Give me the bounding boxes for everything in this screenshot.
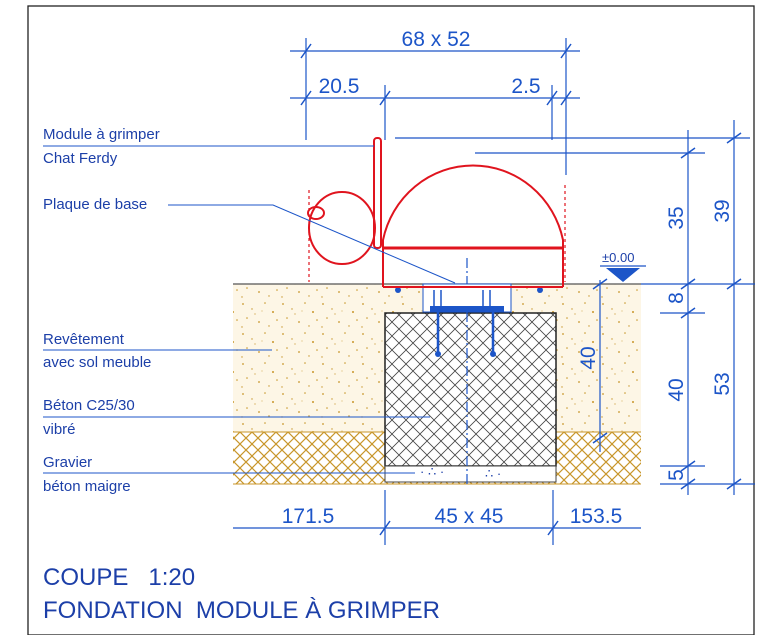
module-dome [382, 164, 564, 287]
drawing-title: FONDATION MODULE À GRIMPER [43, 597, 440, 624]
tick [680, 147, 696, 159]
tick [300, 43, 312, 59]
module-head [308, 191, 376, 265]
lean-concrete-mark: · ∴ · [420, 464, 444, 479]
label-module-line1: Module à grimper [43, 126, 160, 143]
dim-top-overall: 68 x 52 [402, 28, 471, 51]
drawing-title-scale: COUPE 1:20 [43, 564, 195, 591]
dim-top-right: 2.5 [511, 75, 540, 98]
concrete-block [384, 312, 557, 467]
module-ear [307, 206, 325, 220]
label-beton-line2: vibré [43, 421, 76, 438]
dim-right-40: 40 [665, 378, 688, 401]
dim-right-5: 5 [665, 469, 688, 481]
dim-right-8: 8 [665, 292, 688, 304]
dim-right-35: 35 [665, 206, 688, 229]
fixing-point [537, 287, 543, 293]
label-beton-maigre: béton maigre [43, 478, 131, 495]
tick [592, 432, 608, 444]
tick [680, 307, 696, 319]
level-marker-icon [606, 268, 640, 282]
base-plate [430, 306, 504, 312]
label-beton-line1: Béton C25/30 [43, 397, 135, 414]
tick [726, 278, 742, 290]
tick [592, 278, 608, 290]
dim-bottom-right: 153.5 [570, 505, 623, 528]
tick [300, 90, 312, 106]
tick [680, 478, 696, 490]
label-module-line2: Chat Ferdy [43, 150, 118, 167]
tick [680, 460, 696, 472]
label-revetement-line2: avec sol meuble [43, 354, 151, 371]
tick [560, 90, 572, 106]
tick [379, 520, 391, 536]
level-value: ±0.00 [602, 250, 634, 265]
label-revetement-line1: Revêtement [43, 331, 125, 348]
tick [546, 90, 558, 106]
tick [560, 43, 572, 59]
module-post [373, 137, 382, 249]
tick [726, 478, 742, 490]
label-plaque: Plaque de base [43, 196, 147, 213]
anchor-hook [490, 351, 496, 357]
tick [379, 90, 391, 106]
dim-right-53: 53 [711, 372, 734, 395]
lean-concrete [384, 465, 557, 483]
dim-inner-40: 40 [577, 346, 600, 369]
tick [547, 520, 559, 536]
tick [726, 132, 742, 144]
anchor-hook [435, 351, 441, 357]
lean-concrete-mark: ∴ · [485, 466, 501, 481]
dim-right-39: 39 [711, 199, 734, 222]
dim-top-left: 20.5 [319, 75, 360, 98]
fixing-point [395, 287, 401, 293]
dim-bottom-center: 45 x 45 [435, 505, 504, 528]
label-gravier: Gravier [43, 454, 92, 471]
leader-plaque [168, 204, 456, 284]
tick [680, 278, 696, 290]
dim-bottom-left: 171.5 [282, 505, 335, 528]
sheet-border [27, 5, 755, 635]
